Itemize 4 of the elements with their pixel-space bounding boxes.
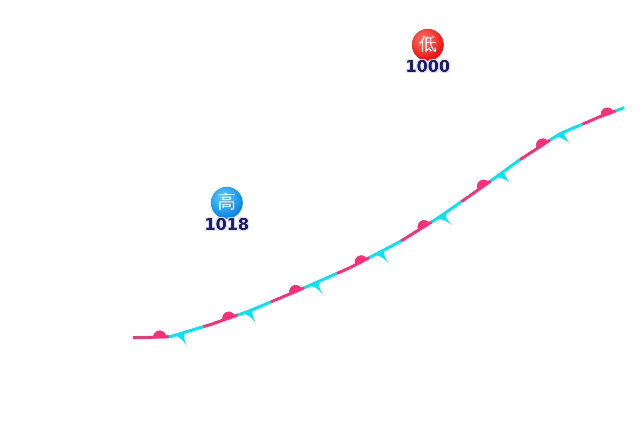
pressure-value: 1018: [204, 216, 250, 234]
low-pressure-circle: 低: [412, 29, 444, 61]
high-pressure-circle: 高: [211, 187, 243, 219]
pressure-value: 1000: [406, 58, 450, 76]
